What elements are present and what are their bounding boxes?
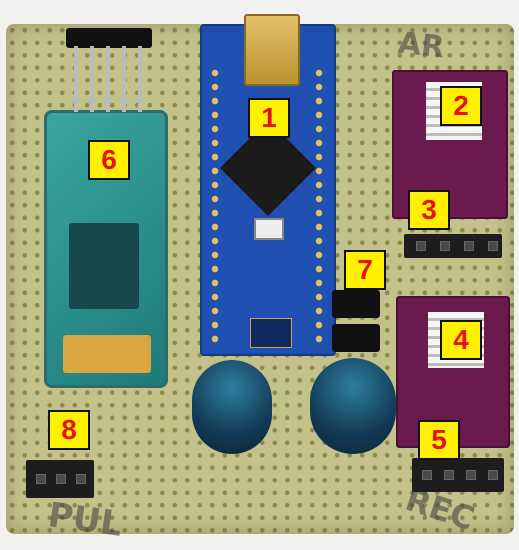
- label-tag-2: 2: [440, 86, 482, 126]
- jumper-block: [332, 290, 384, 358]
- label-tag-1: 1: [248, 98, 290, 138]
- capacitor-left: [192, 360, 272, 454]
- bluetooth-module: [44, 110, 168, 388]
- label-tag-8: 8: [48, 410, 90, 450]
- bluetooth-header-pins: [66, 28, 152, 113]
- label-tag-7: 7: [344, 250, 386, 290]
- bluetooth-chip: [69, 223, 139, 309]
- capacitor-right: [310, 358, 396, 454]
- arduino-nano-board: [200, 14, 336, 356]
- connector-bottom-left: [26, 460, 94, 498]
- usb-connector: [244, 14, 300, 86]
- pin-header-b: [412, 458, 504, 492]
- handwriting-top-right: AR: [396, 25, 447, 66]
- bluetooth-antenna: [63, 335, 151, 373]
- label-tag-6: 6: [88, 140, 130, 180]
- pin-header-a: [404, 234, 502, 258]
- icsp-header: [250, 318, 292, 348]
- label-tag-4: 4: [440, 320, 482, 360]
- label-tag-5: 5: [418, 420, 460, 460]
- reset-button: [254, 218, 284, 240]
- label-tag-3: 3: [408, 190, 450, 230]
